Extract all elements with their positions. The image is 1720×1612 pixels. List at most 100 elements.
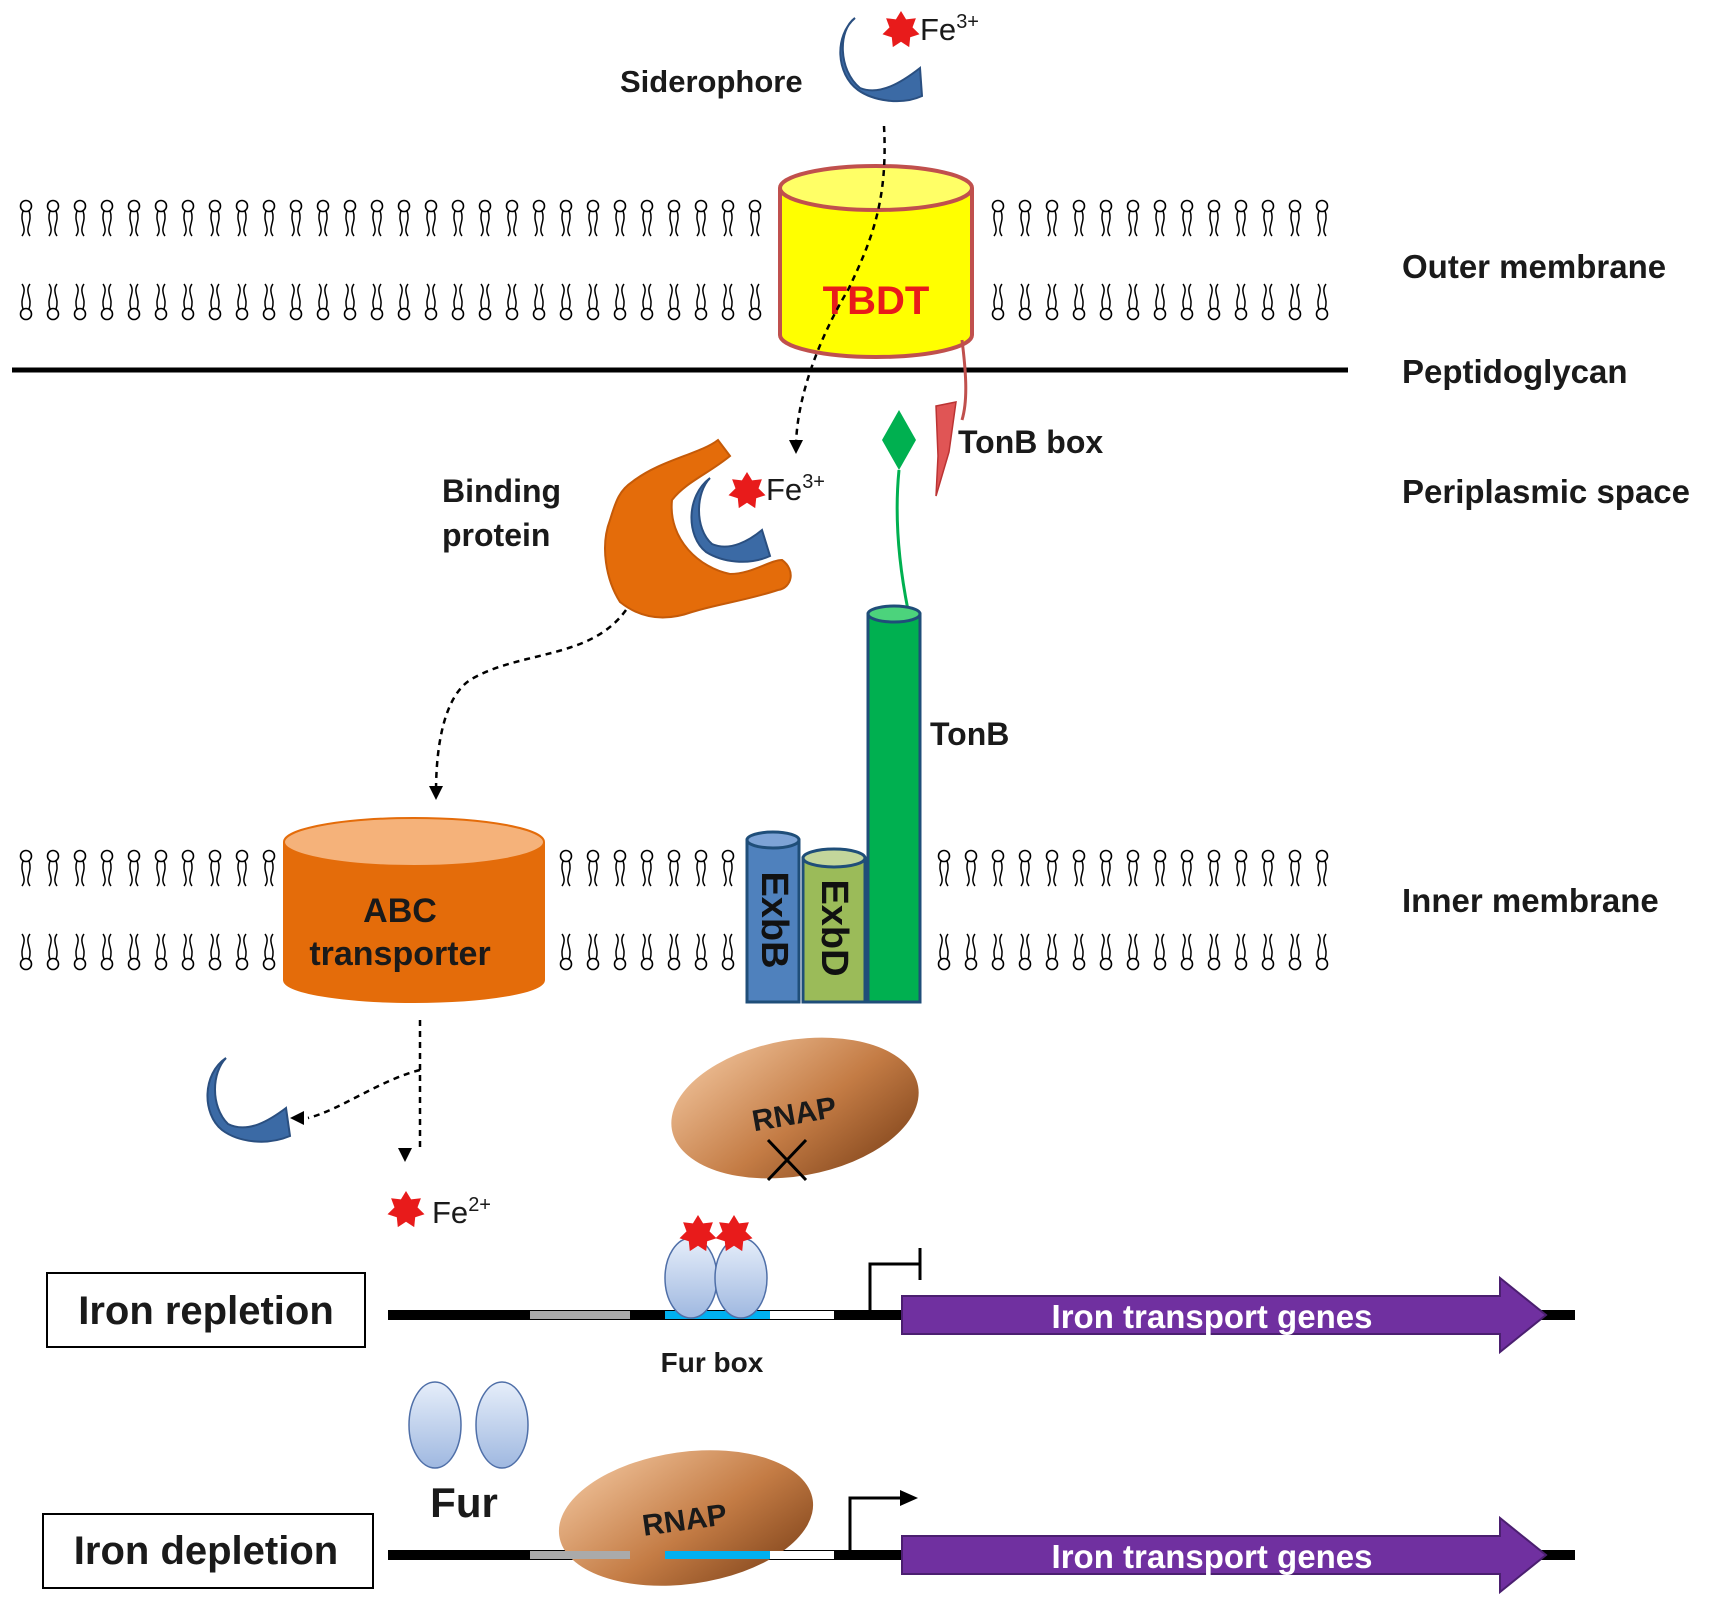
outer-lipid xyxy=(1099,199,1113,321)
exbb-column xyxy=(745,838,801,1004)
outer-lipid xyxy=(1072,199,1086,321)
inner-lipid xyxy=(19,849,33,971)
binding-protein-complex: Fe3+ Binding protein xyxy=(442,438,825,619)
binding-protein-label-line2: protein xyxy=(442,517,550,553)
binding-protein-shape xyxy=(604,438,792,619)
inner-lipid xyxy=(991,849,1005,971)
outer-membrane-label: Outer membrane xyxy=(1402,248,1666,285)
inner-lipid xyxy=(721,849,735,971)
outer-membrane-bilayer xyxy=(19,199,1329,321)
tonb-box-shape xyxy=(935,401,957,497)
gene-label-depletion: Iron transport genes xyxy=(1052,1538,1373,1575)
outer-lipid xyxy=(154,199,168,321)
inner-lipid xyxy=(1018,849,1032,971)
outer-lipid xyxy=(73,199,87,321)
inner-lipid xyxy=(586,849,600,971)
peptidoglycan-label: Peptidoglycan xyxy=(1402,353,1628,390)
iron-ion-released xyxy=(387,1191,425,1228)
outer-lipid xyxy=(46,199,60,321)
iron-released-charge: 2+ xyxy=(468,1194,491,1216)
promoter-repressed-arrow xyxy=(868,1248,922,1310)
inner-lipid xyxy=(1261,849,1275,971)
tonb-column xyxy=(866,612,922,1004)
inner-lipid xyxy=(1315,849,1329,971)
inner-lipid xyxy=(127,849,141,971)
tbdt-label: TBDT xyxy=(823,279,930,323)
inner-lipid xyxy=(46,849,60,971)
exbb-top xyxy=(745,830,801,850)
siderophore-label: Siderophore xyxy=(620,64,803,99)
outer-lipid xyxy=(1207,199,1221,321)
tonb-tether xyxy=(895,469,910,611)
outer-lipid xyxy=(235,199,249,321)
abc-body xyxy=(283,842,545,1003)
siderophore-released-shape xyxy=(206,1057,292,1143)
fur-dimer-bound xyxy=(664,1215,768,1319)
fur-label: Fur xyxy=(430,1479,498,1526)
outer-lipid xyxy=(559,199,573,321)
outer-lipid xyxy=(1261,199,1275,321)
outer-lipid xyxy=(532,199,546,321)
outer-lipid xyxy=(262,199,276,321)
outer-lipid xyxy=(991,199,1005,321)
tbdt-top xyxy=(778,164,974,212)
outer-lipid xyxy=(613,199,627,321)
fur-box-region-depletion xyxy=(665,1551,770,1559)
tbdt-body xyxy=(778,188,974,359)
fur-free-right xyxy=(475,1381,529,1469)
iron-released-symbol: Fe2+ xyxy=(432,1194,491,1230)
cytoplasm-release: Fe2+ xyxy=(206,1020,491,1230)
outer-lipid xyxy=(316,199,330,321)
outer-lipid xyxy=(478,199,492,321)
outer-lipid xyxy=(640,199,654,321)
inner-lipid xyxy=(1099,849,1113,971)
inner-lipid xyxy=(613,849,627,971)
inner-lipid xyxy=(559,849,573,971)
promoter-active-arrow xyxy=(848,1496,905,1550)
exbd-label: ExbD xyxy=(813,879,855,976)
abc-label-line1: ABC xyxy=(363,892,437,930)
tonb-box-label: TonB box xyxy=(958,424,1103,460)
fur-free: Fur xyxy=(408,1381,529,1526)
outer-lipid xyxy=(721,199,735,321)
iron-repletion-label: Iron repletion xyxy=(78,1289,334,1333)
inner-lipid xyxy=(235,849,249,971)
siderophore-top: Fe3+ Siderophore xyxy=(620,11,979,103)
inner-lipid xyxy=(73,849,87,971)
inner-lipid xyxy=(1126,849,1140,971)
fur-box-label: Fur box xyxy=(661,1347,764,1378)
abc-label-line2: transporter xyxy=(309,935,490,973)
uptake-arrowhead-outer xyxy=(789,440,803,454)
tonb-label: TonB xyxy=(930,716,1009,752)
uptake-arrowhead-periplasm xyxy=(429,786,443,800)
iron-periplasm-charge: 3+ xyxy=(802,471,825,493)
inner-lipid xyxy=(667,849,681,971)
operator-region-repletion xyxy=(770,1311,834,1319)
inner-membrane-label: Inner membrane xyxy=(1402,882,1659,919)
fur-box-region-repletion xyxy=(665,1311,770,1319)
outer-lipid xyxy=(370,199,384,321)
block-cross-b xyxy=(766,1138,808,1182)
exbd-top xyxy=(801,847,867,869)
inner-lipid xyxy=(262,849,276,971)
inner-lipid xyxy=(1153,849,1167,971)
inner-lipid xyxy=(1207,849,1221,971)
siderophore-top-shape xyxy=(839,17,924,103)
fur-free-left xyxy=(408,1381,462,1469)
tonb-box: TonB box xyxy=(935,401,1103,497)
abc-transporter: ABC transporter xyxy=(283,817,545,1003)
outer-lipid xyxy=(694,199,708,321)
outer-lipid xyxy=(397,199,411,321)
iron-top-symbol: Fe3+ xyxy=(920,11,979,47)
uptake-path-outer xyxy=(794,125,886,449)
outer-lipid xyxy=(667,199,681,321)
iron-repletion-panel: RNAP Iron repletion Fur box Iron transpo… xyxy=(46,1037,1575,1378)
outer-lipid xyxy=(343,199,357,321)
outer-lipid xyxy=(1126,199,1140,321)
inner-lipid xyxy=(100,849,114,971)
abc-top xyxy=(283,817,545,867)
tbdt-tether xyxy=(960,339,968,421)
outer-lipid xyxy=(451,199,465,321)
